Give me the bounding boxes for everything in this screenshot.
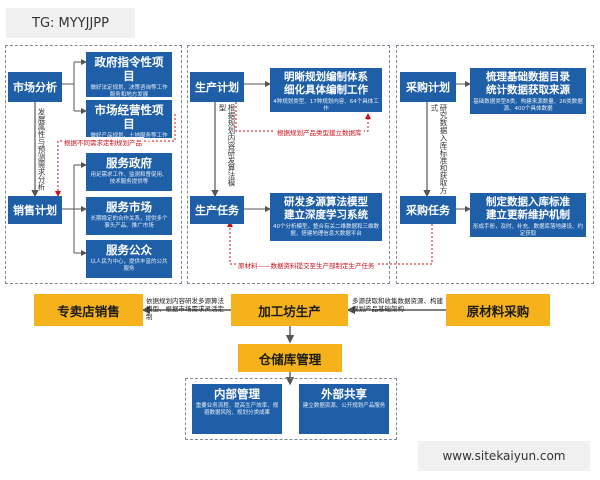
warehouse-item-external: 外部共享建立数据资源、公开规划产品服务 — [299, 384, 389, 434]
sales-panel — [5, 45, 182, 284]
procurement-item-data-catalog: 梳理基础数据目录 统计数据获取来源基础数据类型8类、构建来源数量、26类数据源、… — [470, 68, 586, 114]
production-task-box: 生产任务 — [190, 196, 244, 224]
warehouse-item-internal: 内部管理重要业务流程、提高生产效率、规避数据风险、规划分类成果 — [192, 384, 282, 434]
sales-item-serve-government: 服务政府用足需求工作、监测和督促用、技术服务提供等 — [86, 153, 172, 191]
warehouse-panel — [185, 378, 397, 440]
market-analysis-box: 市场分析 — [8, 72, 62, 102]
production-plan-box: 生产计划 — [190, 72, 244, 102]
watermark-top: TG: MYYJJPP — [6, 8, 135, 38]
procurement-item-data-standards: 制定数据入库标准 建立更新维护机制形成手册，及时、补充、数据库落地建设、约定获取 — [470, 193, 586, 237]
raw-material-box: 原材料采购 — [446, 294, 550, 326]
sales-item-government-project: 政府指令性项目做好法定规划、决策咨询等工作服务和地方发展 — [86, 52, 172, 98]
sales-item-serve-market: 服务市场长期稳定的合作关系，提供多个事头产品、推广市场 — [86, 197, 172, 235]
production-vertical-note: 根据规划内容研发算法模型 — [218, 104, 236, 187]
sales-red-note: 根据不同需求定制规划产品 — [62, 137, 144, 147]
procurement-panel — [396, 45, 594, 284]
procurement-plan-box: 采购计划 — [400, 72, 456, 102]
procurement-task-box: 采购任务 — [400, 196, 456, 224]
store-sales-box: 专卖店销售 — [34, 294, 143, 326]
workshop-production-box: 加工坊生产 — [231, 294, 348, 326]
flow-note-right: 多源获取和收集数据资源、构建规划产品基础架构 — [352, 297, 443, 313]
procurement-vertical-note: 研究数据入库标准和获取方式 — [430, 104, 448, 194]
production-panel — [187, 45, 390, 284]
watermark-bottom: www.sitekaiyun.com — [418, 441, 590, 471]
production-red-note-database: 根据规划产品类型建立数据库 — [275, 127, 364, 137]
sales-vertical-note: 发展属性与预测需求分析 — [37, 108, 46, 191]
production-red-note-raw-material: 原材料——数据资料提交至生产部制定生产任务 — [236, 260, 377, 270]
sales-item-serve-public: 服务公众以人民为中心，提供丰富的公共服务 — [86, 240, 172, 278]
warehouse-box: 仓储库管理 — [238, 344, 342, 372]
flow-note-left: 依据规划内容研发多源算法模型、根据市场需求灵活定制 — [146, 297, 224, 321]
sales-plan-box: 销售计划 — [8, 196, 62, 224]
